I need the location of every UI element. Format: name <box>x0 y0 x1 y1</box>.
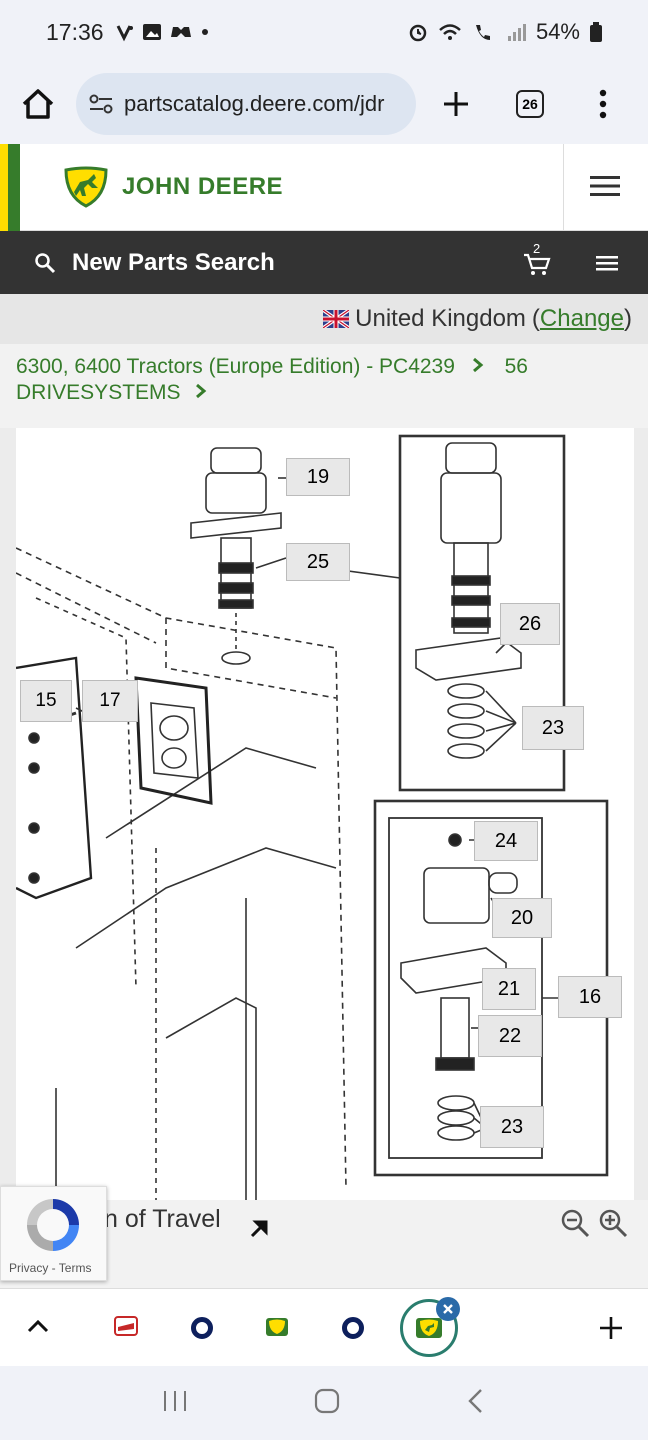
region-bar: United Kingdom ( Change ) <box>0 294 648 344</box>
plus-icon <box>600 1317 622 1339</box>
cart-icon <box>524 253 551 275</box>
cart-button[interactable]: 2 <box>522 241 552 277</box>
change-country-link[interactable]: Change <box>539 305 624 332</box>
parts-diagram[interactable] <box>16 428 634 1200</box>
site-settings-icon <box>89 94 113 114</box>
deer-favicon-icon <box>266 1318 288 1336</box>
signal-icon <box>507 24 526 41</box>
tab-count: 26 <box>516 90 544 118</box>
battery-icon <box>590 22 602 42</box>
chevron-right-icon <box>472 357 484 373</box>
site-favicon-red-icon <box>114 1316 138 1336</box>
wifi-icon <box>439 24 461 40</box>
deer-favicon-icon <box>416 1318 442 1338</box>
search-icon <box>35 252 56 273</box>
zoom-out-icon <box>561 1209 590 1238</box>
tab-favicon-4[interactable] <box>341 1316 365 1345</box>
cart-count: 2 <box>533 240 541 256</box>
breadcrumb-item-model[interactable]: 6300, 6400 Tractors (Europe Edition) - P… <box>16 355 455 378</box>
site-header: JOHN DEERE <box>0 144 648 231</box>
direction-arrow-icon <box>250 1220 268 1238</box>
close-icon <box>443 1304 453 1314</box>
dot-icon <box>201 29 208 35</box>
paren-close: ) <box>624 305 632 332</box>
recents-icon <box>164 1390 187 1411</box>
ring-icon <box>342 1317 364 1339</box>
plus-icon <box>444 92 468 116</box>
status-bar: 17:36 54% <box>0 0 648 64</box>
system-back-button[interactable] <box>466 1387 486 1420</box>
new-parts-search-button[interactable]: New Parts Search <box>72 248 275 276</box>
tab-favicon-3[interactable] <box>266 1318 288 1341</box>
hamburger-icon <box>590 176 620 196</box>
more-vert-icon <box>599 89 607 119</box>
direction-of-travel-text: n of Travel <box>104 1205 221 1233</box>
status-notification-icons <box>114 22 210 42</box>
uk-flag-icon <box>323 310 350 328</box>
recent-apps-button[interactable] <box>162 1389 188 1418</box>
battery-percent: 54% <box>535 19 580 44</box>
ring-icon <box>191 1317 213 1339</box>
diagram-drawing <box>16 434 609 1200</box>
status-time: 17:36 <box>46 18 104 45</box>
browser-menu-button[interactable] <box>598 88 608 120</box>
url-text: partscatalog.deere.com/jdr <box>124 91 385 116</box>
deer-logo-icon <box>64 166 108 208</box>
home-outline-icon <box>314 1388 340 1413</box>
address-bar[interactable]: partscatalog.deere.com/jdr <box>76 73 416 135</box>
tab-switcher-button[interactable]: 26 <box>516 90 544 118</box>
home-button[interactable] <box>18 84 58 124</box>
parts-search-bar: New Parts Search 2 <box>0 231 648 294</box>
tab-favicon-1[interactable] <box>114 1315 138 1342</box>
site-menu-button[interactable] <box>590 174 620 203</box>
breadcrumb-item-section[interactable]: DRIVESYSTEMS <box>16 381 181 404</box>
add-tab-button[interactable] <box>598 1315 624 1346</box>
john-deere-logo[interactable]: JOHN DEERE <box>62 166 283 208</box>
zoom-out-button[interactable] <box>560 1208 590 1243</box>
zoom-in-button[interactable] <box>598 1208 628 1243</box>
recaptcha-privacy-terms[interactable]: Privacy - Terms <box>9 1261 92 1275</box>
breadcrumb-item-section-number[interactable]: 56 <box>504 355 528 378</box>
tab-favicon-2[interactable] <box>190 1316 214 1345</box>
brand-stripe-yellow <box>0 144 8 231</box>
active-tab[interactable] <box>400 1299 458 1357</box>
close-tab-button[interactable] <box>436 1297 460 1321</box>
chevron-up-icon <box>27 1319 49 1333</box>
zoom-in-icon <box>599 1209 628 1238</box>
brand-name: JOHN DEERE <box>122 173 284 200</box>
diagram-footer <box>0 1200 648 1288</box>
header-divider <box>563 144 564 231</box>
breadcrumb: 6300, 6400 Tractors (Europe Edition) - P… <box>0 344 648 428</box>
status-right: 54% <box>408 19 602 45</box>
chevron-right-icon <box>196 383 207 399</box>
recaptcha-badge[interactable]: Privacy - Terms <box>0 1186 107 1281</box>
home-icon <box>22 89 54 119</box>
image-icon <box>142 24 161 40</box>
browser-tab-strip <box>0 1288 648 1366</box>
game-icon <box>170 27 191 37</box>
browser-toolbar: partscatalog.deere.com/jdr 26 <box>0 64 648 144</box>
system-navigation-bar <box>0 1366 648 1440</box>
alarm-icon <box>409 24 427 42</box>
system-home-button[interactable] <box>313 1387 341 1420</box>
list-menu-icon <box>596 255 618 270</box>
zoom-controls <box>560 1208 628 1243</box>
brand-stripe-green <box>8 144 20 231</box>
country-name: United Kingdom <box>355 305 526 332</box>
collapse-tabs-button[interactable] <box>26 1317 50 1340</box>
parts-menu-button[interactable] <box>596 254 618 272</box>
new-tab-button[interactable] <box>440 88 472 120</box>
paren-open: ( <box>531 305 540 332</box>
recaptcha-logo-icon <box>27 1199 79 1251</box>
notification-icon <box>116 25 133 42</box>
call-icon <box>475 25 490 40</box>
back-icon <box>467 1388 482 1413</box>
